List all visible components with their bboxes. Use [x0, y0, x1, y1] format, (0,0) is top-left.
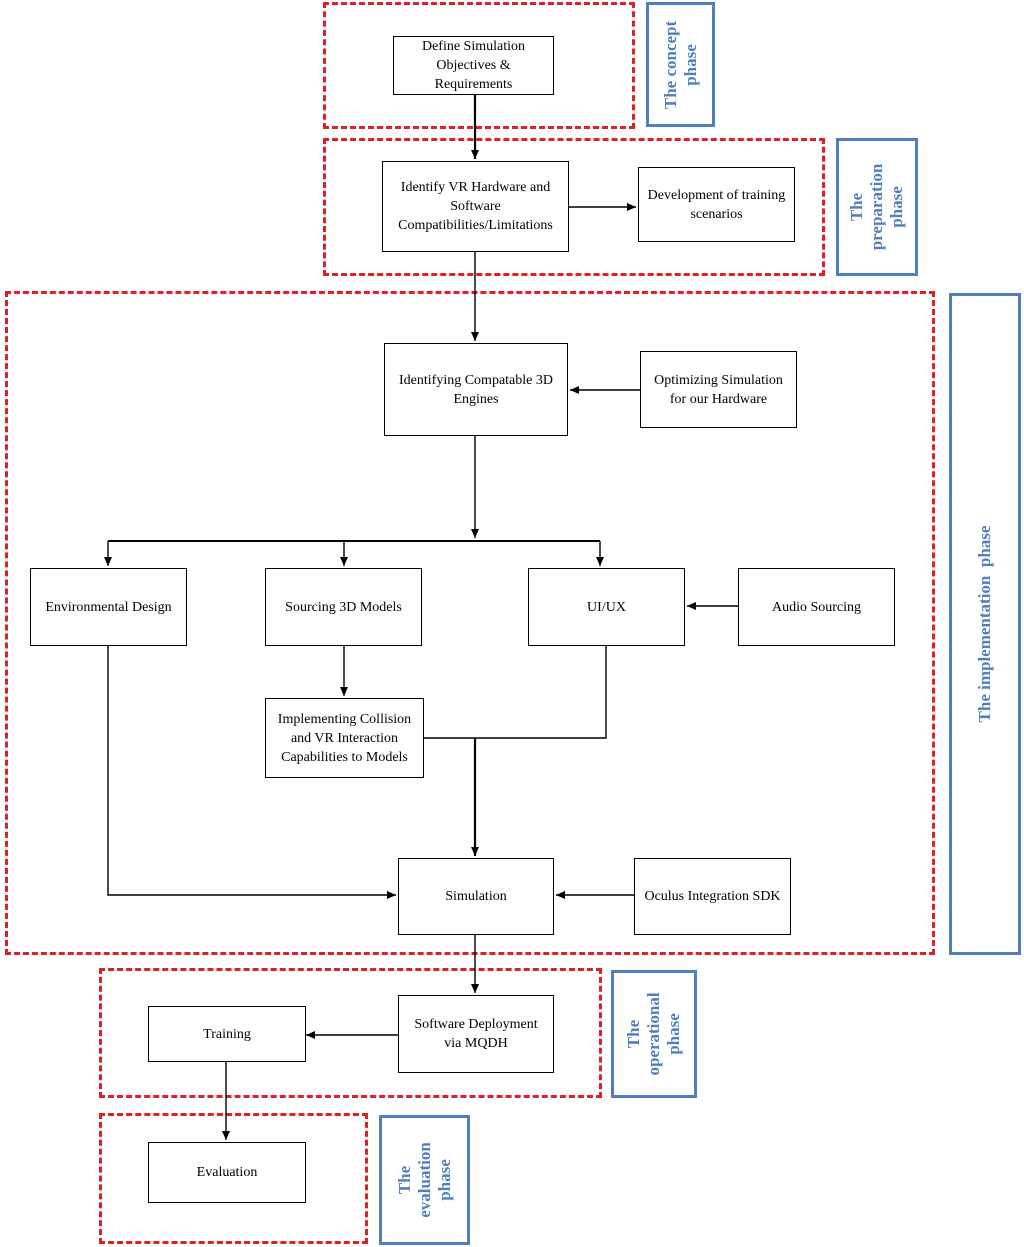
- node-sourcing-3d-models: Sourcing 3D Models: [265, 568, 422, 646]
- node-define-objectives: Define Simulation Objectives & Requireme…: [393, 36, 554, 95]
- concept-phase-text: The concept phase: [660, 20, 700, 109]
- arrow-environmental-to-simulation: [107, 646, 396, 899]
- node-oculus-integration-sdk: Oculus Integration SDK: [634, 858, 791, 935]
- evaluation-phase-region: [99, 1113, 368, 1244]
- node-identify-vr-hardware: Identify VR Hardware and Software Compat…: [382, 161, 569, 252]
- node-software-deployment: Software Deployment via MQDH: [398, 995, 554, 1073]
- node-training: Training: [148, 1006, 306, 1062]
- evaluation-phase-text: The evaluation phase: [394, 1142, 454, 1218]
- evaluation-phase-label: The evaluation phase: [379, 1115, 470, 1245]
- implementation-phase-label: The implementation phase: [949, 293, 1021, 955]
- node-compatible-engines: Identifying Compatable 3D Engines: [384, 343, 568, 436]
- node-implementing-collision: Implementing Collision and VR Interactio…: [265, 698, 424, 778]
- line-uiux-to-merge: [424, 646, 607, 739]
- preparation-phase-label: The preparation phase: [836, 138, 918, 276]
- node-evaluation: Evaluation: [148, 1142, 306, 1203]
- concept-phase-region: [323, 2, 635, 129]
- node-audio-sourcing: Audio Sourcing: [738, 568, 895, 646]
- operational-phase-region: [99, 968, 602, 1098]
- preparation-phase-text: The preparation phase: [847, 163, 906, 251]
- implementation-phase-text: The implementation phase: [975, 525, 994, 723]
- operational-phase-label: The operational phase: [611, 970, 697, 1098]
- implementation-phase-region: [5, 291, 935, 955]
- operational-phase-text: The operational phase: [624, 992, 683, 1076]
- node-environmental-design: Environmental Design: [30, 568, 187, 646]
- node-ui-ux: UI/UX: [528, 568, 685, 646]
- node-optimizing-simulation: Optimizing Simulation for our Hardware: [640, 351, 797, 428]
- concept-phase-label: The concept phase: [646, 2, 715, 127]
- node-simulation: Simulation: [398, 858, 554, 935]
- node-training-scenarios: Development of training scenarios: [638, 167, 795, 242]
- preparation-phase-region: [323, 138, 825, 276]
